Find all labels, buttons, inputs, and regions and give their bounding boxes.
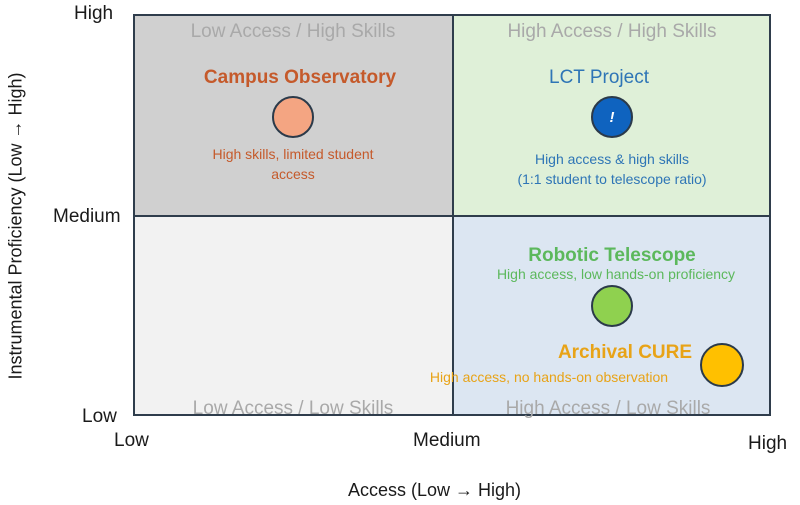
quadrant-label-top-left: Low Access / High Skills <box>190 21 396 42</box>
robotic-telescope-description: High access, low hands-on proficiency <box>496 266 736 282</box>
x-tick-low: Low <box>114 430 149 451</box>
horizontal-divider <box>133 215 771 217</box>
x-tick-high: High <box>748 433 788 454</box>
campus-observatory-title: Campus Observatory <box>203 67 397 88</box>
robotic-telescope-marker <box>591 285 633 327</box>
archival-cure-title: Archival CURE <box>557 342 693 363</box>
robotic-telescope-title: Robotic Telescope <box>528 245 696 266</box>
quadrant-low-access-low-skills <box>133 216 453 416</box>
quadrant-label-top-right: High Access / High Skills <box>507 21 717 42</box>
archival-cure-description: High access, no hands-on observation <box>429 369 669 385</box>
campus-observatory-description: High skills, limited student access <box>212 144 373 184</box>
archival-cure-marker <box>700 343 744 387</box>
y-axis-title: Instrumental Proficiency (Low → High) <box>5 72 26 380</box>
y-tick-medium: Medium <box>53 206 121 227</box>
x-tick-medium: Medium <box>413 430 481 451</box>
lct-project-marker: ! <box>591 96 633 138</box>
lct-project-title: LCT Project <box>549 67 649 88</box>
quadrant-label-bottom-left: Low Access / Low Skills <box>192 398 394 419</box>
lct-project-description: High access & high skills (1:1 student t… <box>517 149 706 189</box>
y-tick-high: High <box>74 3 114 24</box>
lct-project-desc-line2: (1:1 student to telescope ratio) <box>517 171 707 187</box>
y-tick-low: Low <box>82 406 117 427</box>
x-axis-title: Access (Low → High) <box>348 480 522 500</box>
campus-observatory-desc-line2: access <box>271 166 315 182</box>
quadrant-label-bottom-right: High Access / Low Skills <box>505 398 711 419</box>
campus-observatory-marker <box>272 96 314 138</box>
exclamation-icon: ! <box>609 108 615 126</box>
campus-observatory-desc-line1: High skills, limited student <box>212 146 374 162</box>
lct-project-desc-line1: High access & high skills <box>534 151 690 167</box>
